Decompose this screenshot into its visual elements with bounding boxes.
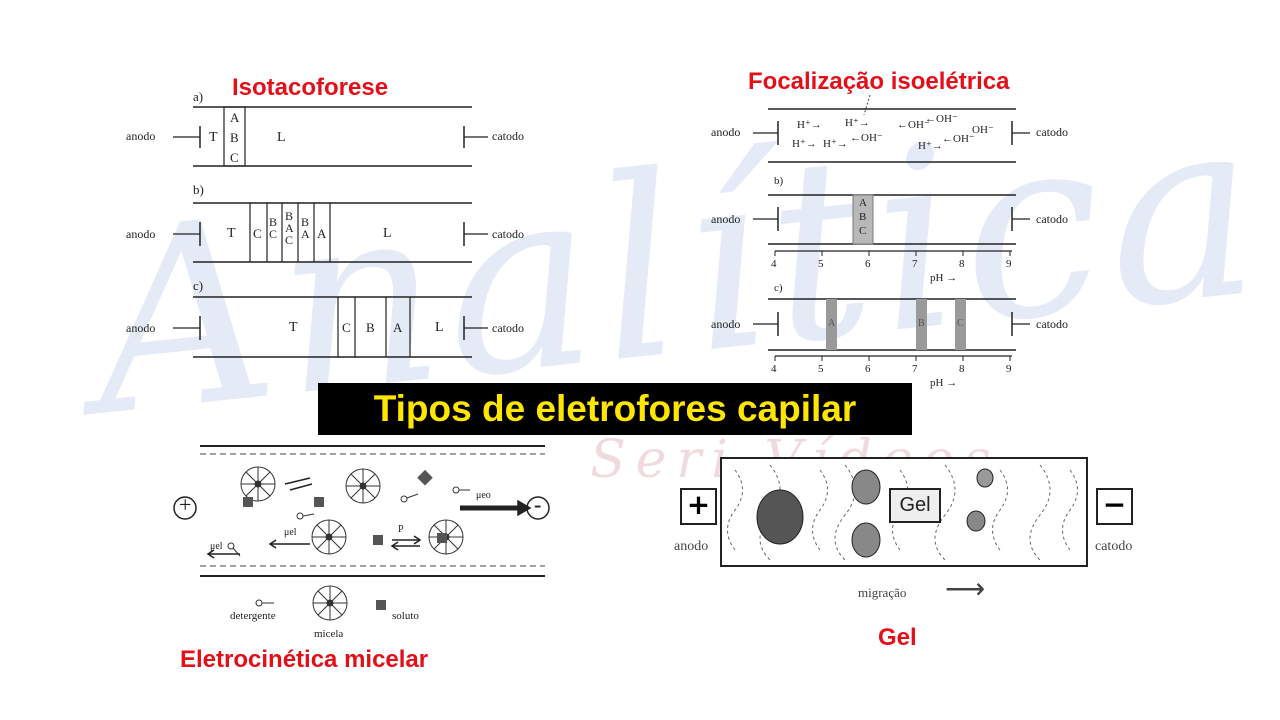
isotacoforese-panel-b <box>173 202 488 263</box>
focalizacao-cathode-b: catodo <box>1036 212 1068 226</box>
ph-tick-c: 5 <box>818 363 824 375</box>
micelar-title: Eletrocinética micelar <box>180 646 429 673</box>
ion-10: ←OH⁻ <box>942 133 975 145</box>
micelar-minus-sign: - <box>534 492 542 517</box>
gel-plus-sign: + <box>686 488 711 521</box>
isotacoforese-panel-b-label: b) <box>193 182 204 197</box>
legend-micelle: micela <box>314 628 344 640</box>
ion-8: OH⁻ <box>972 124 994 136</box>
isotacoforese-anode-b: anodo <box>126 227 156 241</box>
ph-tick-b: 7 <box>912 258 918 270</box>
focalizacao-b-band-a: A <box>859 197 867 209</box>
isotacoforese-a-zone-l: L <box>277 130 286 145</box>
focalizacao-panel-c <box>753 298 1030 361</box>
ion-2: H⁺→ <box>845 117 870 129</box>
isotacoforese-anode-c: anodo <box>126 321 156 335</box>
isotacoforese-b-zone-a: A <box>317 226 327 241</box>
isotacoforese-cathode-c: catodo <box>492 321 524 335</box>
isotacoforese-panel-c-label: c) <box>193 278 204 293</box>
ion-4: ←OH⁻ <box>925 113 958 125</box>
ion-9: H⁺→ <box>918 140 943 152</box>
isotacoforese-a-zone-b: B <box>230 130 239 145</box>
ph-tick-c: 4 <box>771 363 777 375</box>
isotacoforese-b-zone-t: T <box>227 226 236 241</box>
ph-label-c: pH → <box>930 377 958 389</box>
gel-migration-label: migração <box>858 585 907 600</box>
micelar-capillary <box>173 445 550 621</box>
isotacoforese-panel-a <box>173 106 488 167</box>
isotacoforese-b-zone-bac: BAC <box>285 209 294 247</box>
isotacoforese-b-zone-ba: BA <box>301 215 310 241</box>
ph-tick-b: 6 <box>865 258 871 270</box>
ion-3: ←OH⁻ <box>897 119 930 131</box>
isotacoforese-b-zone-bc: BC <box>269 215 278 241</box>
gel-capillary <box>680 457 1133 567</box>
ph-tick-c: 6 <box>865 363 871 375</box>
isotacoforese-title: Isotacoforese <box>232 74 389 101</box>
ph-tick-c: 8 <box>959 363 965 375</box>
gel-minus-sign: − <box>1102 488 1127 521</box>
focalizacao-panel-c-label: c) <box>774 282 783 294</box>
focalizacao-panel-b <box>753 194 1030 256</box>
isotacoforese-cathode-a: catodo <box>492 129 524 143</box>
gel-cathode: catodo <box>1095 539 1133 554</box>
isotacoforese-a-zone-t: T <box>209 130 218 145</box>
micelar-mu-eo: μeo <box>476 490 491 501</box>
ph-tick-c: 9 <box>1006 363 1012 375</box>
isotacoforese-c-zone-b: B <box>366 320 375 335</box>
focalizacao-c-band-c: C <box>957 318 964 329</box>
isotacoforese-c-zone-l: L <box>435 320 444 335</box>
isotacoforese-a-zone-a: A <box>230 110 240 125</box>
ph-label-b: pH → <box>930 272 958 284</box>
isotacoforese-anode-a: anodo <box>126 129 156 143</box>
gel-label: Gel <box>899 494 931 516</box>
ph-tick-b: 8 <box>959 258 965 270</box>
focalizacao-cathode-a: catodo <box>1036 125 1068 139</box>
micelar-p: P <box>398 524 404 535</box>
legend-solute: soluto <box>392 610 419 622</box>
focalizacao-panel-b-label: b) <box>774 175 784 187</box>
isotacoforese-c-zone-c: C <box>342 320 351 335</box>
isotacoforese-panel-c <box>173 296 488 358</box>
micelar-mu-el-2: μel <box>210 541 223 552</box>
focalizacao-cathode-c: catodo <box>1036 317 1068 331</box>
focalizacao-b-band-b: B <box>859 211 867 223</box>
ph-tick-b: 9 <box>1006 258 1012 270</box>
ion-5: H⁺→ <box>792 138 817 150</box>
legend-detergent: detergente <box>230 610 276 622</box>
focalizacao-panel-a <box>753 94 1030 163</box>
isotacoforese-c-zone-t: T <box>289 320 298 335</box>
main-title-banner: Tipos de eletrofores capilar <box>318 383 912 435</box>
ph-tick-c: 7 <box>912 363 918 375</box>
micelar-plus-sign: + <box>179 492 192 517</box>
micelar-mu-el: μel <box>284 527 297 538</box>
gel-title: Gel <box>878 624 917 651</box>
isotacoforese-cathode-b: catodo <box>492 227 524 241</box>
focalizacao-title: Focalização isoelétrica <box>748 68 1010 95</box>
isotacoforese-panel-a-label: a) <box>193 89 204 104</box>
gel-anode: anodo <box>674 539 709 554</box>
ph-tick-b: 5 <box>818 258 824 270</box>
isotacoforese-b-zone-c: C <box>253 226 262 241</box>
gel-migration-arrow: ⟶ <box>945 574 986 605</box>
isotacoforese-b-zone-l: L <box>383 226 392 241</box>
ion-1: H⁺→ <box>797 119 822 131</box>
focalizacao-c-band-a: A <box>828 318 836 329</box>
isotacoforese-a-zone-c: C <box>230 150 239 165</box>
isotacoforese-c-zone-a: A <box>393 320 403 335</box>
focalizacao-anode-a: anodo <box>711 125 741 139</box>
ion-7: ←OH⁻ <box>850 132 883 144</box>
focalizacao-b-band-c: C <box>859 225 867 237</box>
focalizacao-anode-c: anodo <box>711 317 741 331</box>
ph-tick-b: 4 <box>771 258 777 270</box>
focalizacao-anode-b: anodo <box>711 212 741 226</box>
focalizacao-c-band-b: B <box>918 318 925 329</box>
ion-6: H⁺→ <box>823 138 848 150</box>
